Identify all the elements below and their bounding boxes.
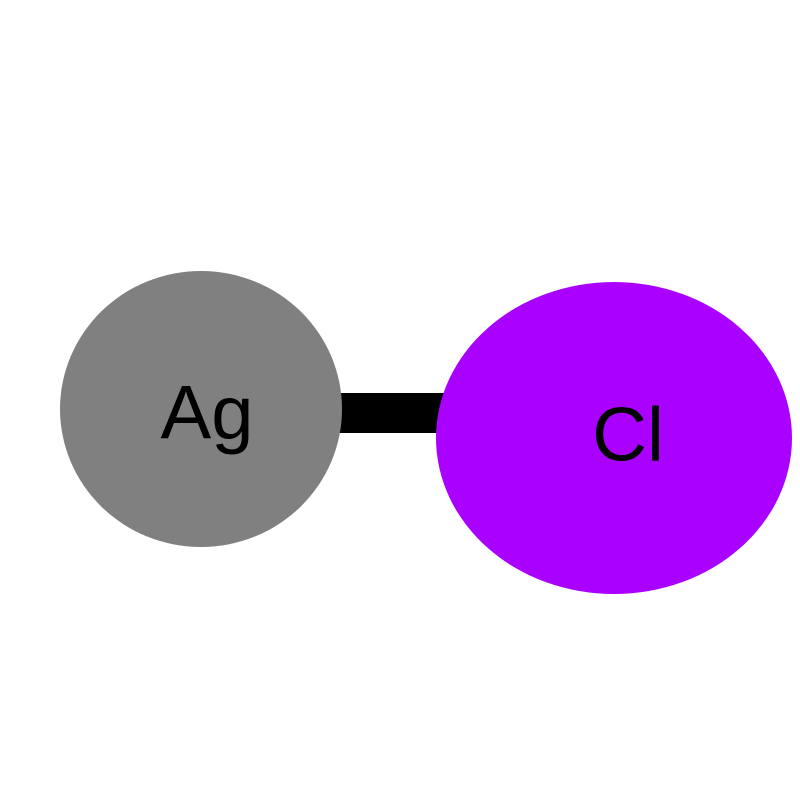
atom-ag-circle xyxy=(60,271,342,547)
atom-cl-circle xyxy=(436,282,792,594)
atom-ag: Ag xyxy=(60,271,342,547)
atom-ag-label: Ag xyxy=(161,371,254,456)
bond-ag-cl xyxy=(330,393,445,433)
atom-cl-label: Cl xyxy=(592,393,664,478)
atom-cl: Cl xyxy=(436,282,792,594)
